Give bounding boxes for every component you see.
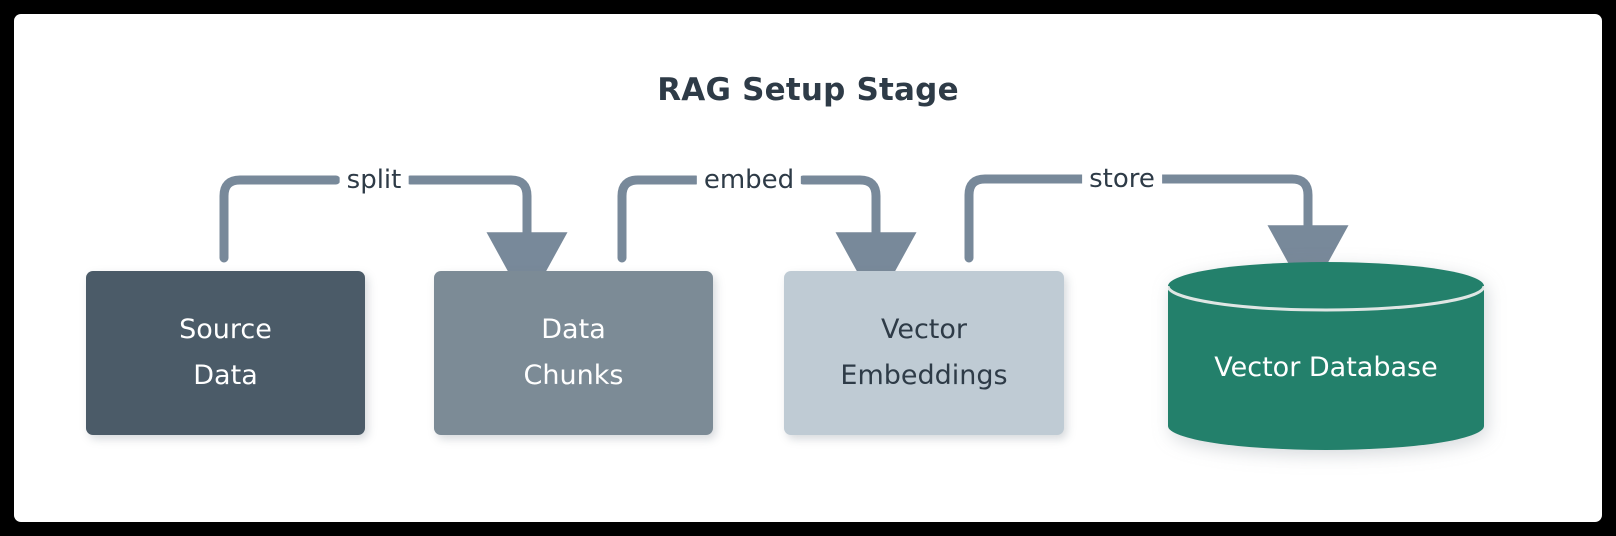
node-source-data-label-line1: Source (179, 313, 272, 345)
connector-store (964, 174, 1089, 263)
connector-layer (219, 174, 1349, 306)
connector-split-arrow (405, 175, 568, 306)
edge-label-split: split (339, 167, 409, 193)
node-data-chunks-label-line2: Chunks (523, 360, 624, 391)
connector-embed-arrow (798, 175, 917, 306)
node-vector-embeddings-label-line1: Vector (880, 313, 968, 345)
diagram-frame: RAG Setup Stage split embed store Source (14, 14, 1602, 522)
node-source-data[interactable]: Source Data (86, 271, 365, 435)
diagram-canvas: RAG Setup Stage split embed store Source (14, 14, 1602, 522)
node-vector-embeddings-label-line2: Embeddings (840, 360, 1008, 391)
node-data-chunks-label-line1: Data (541, 313, 606, 345)
node-data-chunks[interactable]: Data Chunks (434, 271, 713, 435)
node-vector-database[interactable] (1168, 262, 1484, 450)
connector-split (219, 175, 341, 263)
page-title: RAG Setup Stage (657, 72, 959, 108)
node-vector-embeddings[interactable]: Vector Embeddings (784, 271, 1064, 435)
connector-embed (617, 175, 701, 263)
node-vector-database-label-wrap: Vector Database (1168, 262, 1484, 450)
connector-store-arrow (1155, 174, 1349, 299)
node-source-data-label-line2: Data (193, 360, 258, 391)
edge-label-embed: embed (696, 167, 802, 193)
node-vector-database-label: Vector Database (1214, 351, 1438, 383)
edge-label-store: store (1082, 166, 1162, 192)
